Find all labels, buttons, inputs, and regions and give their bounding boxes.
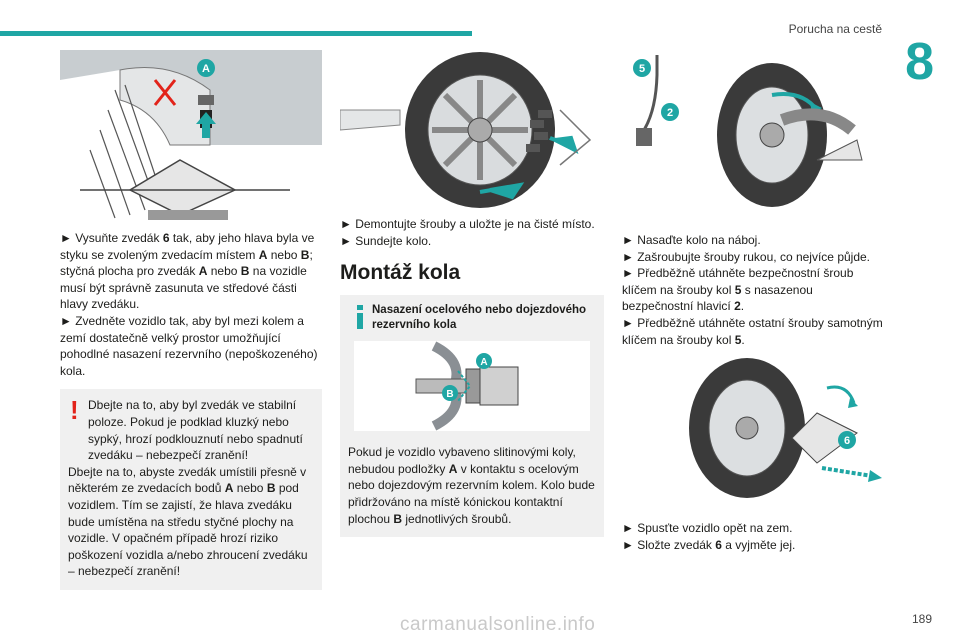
warning-icon: ! (70, 395, 79, 426)
warning-text-1: Dbejte na to, aby byl zvedák ve stabilní… (88, 398, 303, 463)
figure-label-b: B (570, 89, 571, 91)
bolt-washer-illustration: A B (354, 341, 590, 432)
step-remove-wheel: ► Sundejte kolo. (340, 233, 432, 248)
step-fold-jack: ► Složte zvedák 6 a vyjměte jej. (622, 537, 796, 552)
wheel-removal-illustration: B (340, 50, 604, 208)
step-remove-bolts: ► Demontujte šrouby a uložte je na čisté… (340, 217, 595, 231)
step-extend-jack: ► Vysuňte zvedák 6 tak, aby jeho hlava b… (60, 231, 315, 312)
figure-label-a: A (202, 63, 210, 75)
section-title: Porucha na cestě (788, 22, 882, 36)
step-pretighten-security-bolt: ► Předběžně utáhněte bezpečnostní šroub … (622, 266, 854, 314)
inner-label-b: B (446, 389, 453, 400)
figure-label-5: 5 (639, 63, 645, 75)
inner-label-a: A (480, 357, 487, 368)
info-title: Nasazení ocelového nebo dojezdového reze… (372, 304, 587, 332)
figure-label-6: 6 (844, 435, 850, 447)
info-box: Nasazení ocelového nebo dojezdového reze… (340, 295, 604, 538)
step-pretighten-other-bolts: ► Předběžně utáhněte ostatní šrouby samo… (622, 315, 883, 347)
chapter-number: 8 (905, 33, 934, 91)
step-hand-tighten: ► Zašroubujte šrouby rukou, co nejvíce p… (622, 249, 871, 264)
figure-label-2: 2 (667, 107, 673, 119)
lower-vehicle-illustration: 6 (622, 358, 884, 509)
warning-box: ! Dbejte na to, aby byl zvedák ve stabil… (60, 389, 322, 590)
warning-text-2: Dbejte na to, abyste zvedák umístili pře… (68, 464, 308, 579)
watermark: carmanualsonline.info (400, 614, 596, 635)
column-2: B ► Demontujte šrouby a uložte je na čis… (340, 50, 604, 538)
section-heading: Montáž kola (340, 261, 461, 285)
step-raise-vehicle: ► Zvedněte vozidlo tak, aby byl mezi kol… (60, 313, 318, 378)
step-lower-vehicle: ► Spusťte vozidlo opět na zem. (622, 521, 793, 536)
page-number: 189 (911, 612, 932, 626)
wheel-mounting-illustration: 5 2 (622, 50, 884, 208)
header-accent-bar (0, 31, 472, 36)
step-mount-wheel: ► Nasaďte kolo na náboj. (622, 233, 761, 247)
jack-lifting-illustration: A (60, 50, 322, 222)
info-text: Pokud je vozidlo vybaveno slitinovými ko… (348, 445, 595, 526)
column-1: A ► Vysuňte zvedák 6 tak, aby jeho hlava… (60, 50, 322, 590)
column-3: 5 2 ► Nasaďte kolo na náboj. ► Zašroubuj… (622, 50, 884, 553)
info-icon (357, 305, 363, 330)
